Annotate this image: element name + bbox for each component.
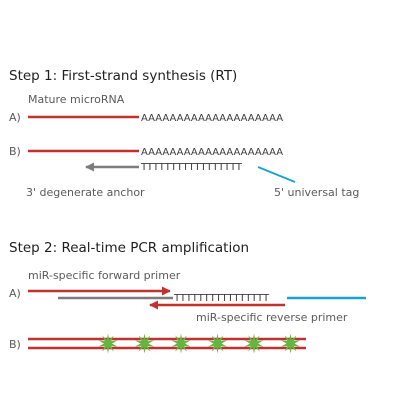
probe-star-icon bbox=[98, 333, 118, 354]
probe-star-icon bbox=[281, 333, 300, 354]
step1-row-a-label: A) bbox=[9, 111, 21, 124]
step1-row-a-poly-a: AAAAAAAAAAAAAAAAAAAA bbox=[141, 113, 283, 124]
probe-star-icon bbox=[208, 333, 227, 354]
probe-star-icon bbox=[244, 333, 264, 354]
universal-tag-line bbox=[257, 166, 296, 183]
sybr-probes bbox=[98, 333, 300, 354]
universal-tag-label: 5' universal tag bbox=[274, 186, 359, 199]
forward-primer-label: miR-specific forward primer bbox=[28, 269, 181, 282]
step1-row-b-poly-a: AAAAAAAAAAAAAAAAAAAA bbox=[141, 147, 283, 158]
step2-row-a-label: A) bbox=[9, 287, 21, 300]
step1-title: Step 1: First-strand synthesis (RT) bbox=[9, 68, 237, 84]
probe-star-icon bbox=[171, 333, 191, 354]
step1-poly-t: TTTTTTTTTTTTTTTTT bbox=[140, 162, 243, 173]
step1-row-b-label: B) bbox=[9, 145, 21, 158]
anchor-label: 3' degenerate anchor bbox=[26, 186, 145, 199]
mature-microrna-label: Mature microRNA bbox=[28, 93, 125, 106]
step2-row-b-label: B) bbox=[9, 338, 21, 351]
probe-star-icon bbox=[135, 333, 154, 354]
step2-poly-t: TTTTTTTTTTTTTTTT bbox=[173, 293, 270, 304]
reverse-primer-label: miR-specific reverse primer bbox=[196, 311, 348, 324]
step2-title: Step 2: Real-time PCR amplification bbox=[9, 240, 249, 256]
